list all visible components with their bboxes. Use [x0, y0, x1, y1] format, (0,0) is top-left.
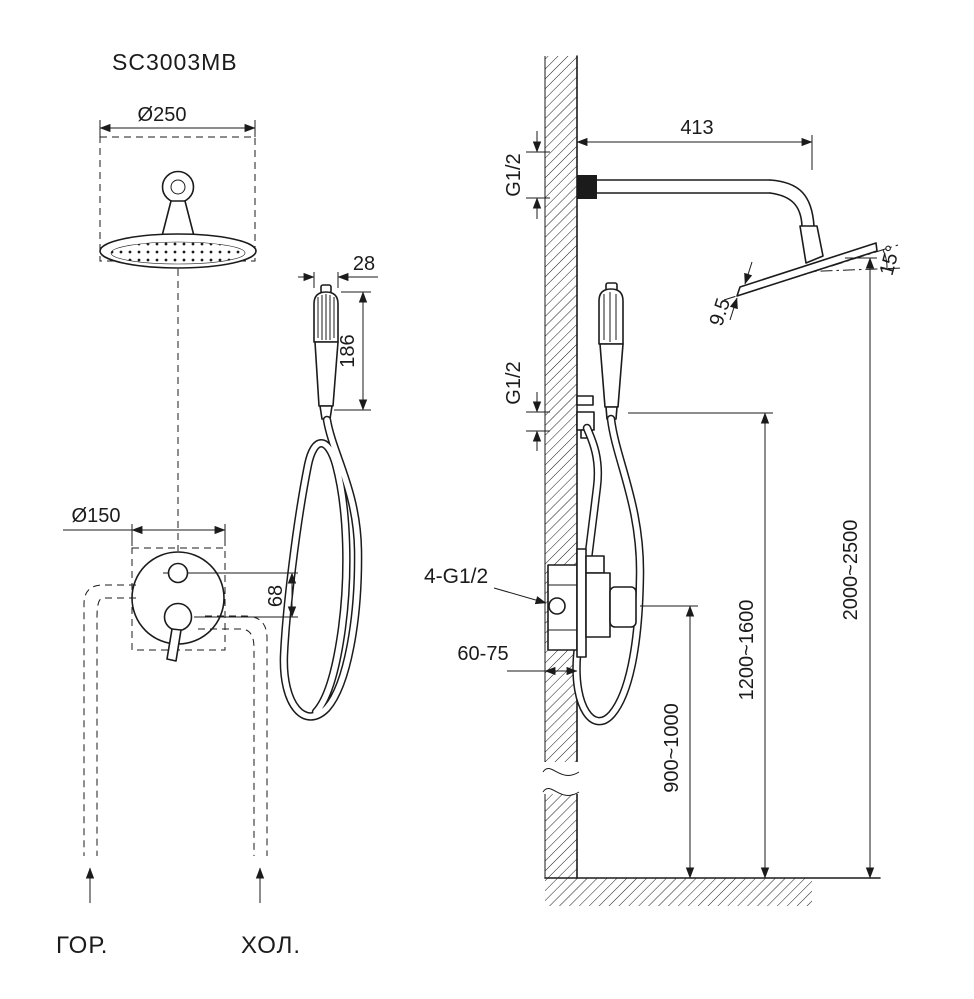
floor-section — [544, 877, 881, 906]
dim-head-diameter-label: Ø250 — [138, 104, 187, 126]
dim-handshower-length-label: 186 — [337, 334, 359, 367]
side-view: 15° 9.5 413 G1/2 — [424, 55, 905, 906]
dim-recess-depth: 60-75 — [457, 643, 578, 676]
dim-mixer-connections: 4-G1/2 — [424, 565, 547, 605]
handshower-holder — [576, 395, 594, 406]
model-title: SC3003MB — [112, 49, 238, 75]
dim-outlet-spacing-label: 68 — [265, 585, 287, 607]
supply-port — [548, 597, 566, 615]
dim-arm-length: 413 — [576, 117, 813, 170]
shower-hose-side — [572, 414, 645, 726]
dim-holder-height-label: 1200~1600 — [736, 600, 758, 701]
dim-head-diameter: Ø250 — [99, 104, 256, 137]
head-ball-joint — [799, 225, 824, 264]
shower-arm-side — [577, 175, 824, 264]
dim-head-height: 2000~2500 — [840, 257, 877, 879]
dim-mixer-connections-label: 4-G1/2 — [424, 565, 488, 588]
mixer-trim-plate — [576, 548, 587, 658]
dim-head-height-label: 2000~2500 — [840, 520, 862, 621]
cold-water-label: ХОЛ. — [241, 932, 301, 959]
dim-arm-thread-label: G1/2 — [503, 153, 525, 196]
hot-pipe-outer — [83, 584, 136, 856]
handshower-handle — [314, 341, 339, 407]
cold-pipe-inner — [198, 628, 255, 856]
supply-pipes — [83, 584, 268, 903]
dim-trim-diameter: Ø150 — [63, 505, 226, 546]
arm-wall-flange — [577, 175, 597, 199]
cold-pipe-outer — [205, 615, 268, 856]
mixer-front — [131, 547, 226, 662]
head-envelope-box — [99, 136, 256, 262]
hand-shower-side — [576, 282, 624, 439]
dim-recess-depth-label: 60-75 — [457, 643, 508, 665]
dim-outlet-spacing: 68 — [190, 572, 298, 618]
dim-head-tilt-label: 15° — [876, 243, 905, 278]
dim-mixer-height: 900~1000 — [640, 605, 698, 879]
front-view: SC3003MB — [56, 49, 378, 959]
tilt-angle-arc — [882, 249, 888, 269]
mixer-body — [585, 572, 611, 638]
hand-shower-front — [313, 284, 339, 420]
dim-holder-height: 1200~1600 — [628, 412, 773, 879]
hot-pipe-inner — [96, 597, 136, 856]
dim-outlet-thread-label: G1/2 — [503, 361, 525, 404]
head-profile — [736, 242, 878, 297]
rain-shower-head-front — [99, 170, 257, 269]
shower-hose-front — [279, 415, 363, 721]
dim-mixer-height-label: 900~1000 — [661, 703, 683, 793]
mixer-knob — [609, 586, 637, 628]
dim-handshower-width: 28 — [298, 253, 378, 288]
wall-section — [541, 55, 581, 879]
dim-head-thickness-label: 9.5 — [706, 296, 736, 329]
dim-handshower-width-label: 28 — [353, 253, 375, 275]
dim-arm-thread: G1/2 — [503, 131, 550, 219]
mixer-side — [547, 548, 637, 658]
dim-head-thickness: 9.5 — [706, 261, 753, 329]
spray-face-nozzles — [110, 241, 246, 265]
dim-handshower-length: 186 — [334, 291, 371, 411]
mixer-lever — [166, 628, 182, 662]
dim-trim-diameter-label: Ø150 — [72, 505, 121, 527]
rain-shower-head-side — [723, 242, 903, 301]
dim-arm-length-label: 413 — [680, 117, 713, 139]
dim-outlet-thread: G1/2 — [503, 361, 550, 451]
hot-water-label: ГОР. — [56, 932, 108, 959]
